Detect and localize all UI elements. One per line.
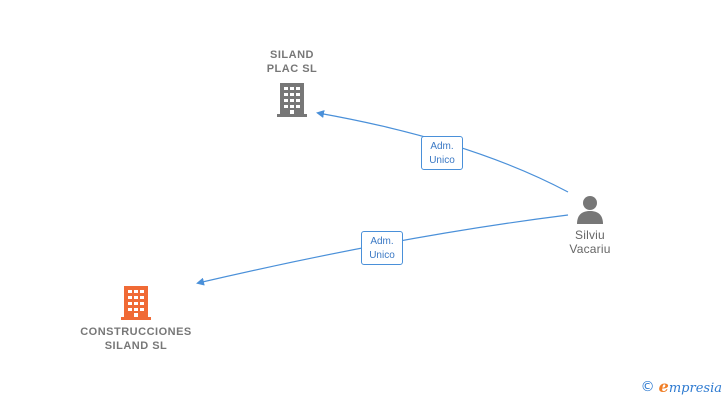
node-siland-plac[interactable]: SILAND PLAC SL: [242, 48, 342, 118]
node-label-line2: PLAC SL: [266, 63, 318, 75]
empresia-watermark: © empresia: [641, 377, 722, 396]
copyright-icon: ©: [640, 378, 655, 395]
node-label-line2: Vacariu: [569, 242, 611, 256]
node-label: Silviu Vacariu: [554, 228, 626, 256]
edge-label-line2: Unico: [369, 250, 395, 261]
node-label: SILAND PLAC SL: [242, 48, 342, 76]
person-icon: [577, 196, 603, 224]
brand-initial: e: [658, 377, 669, 396]
node-label: CONSTRUCCIONES SILAND SL: [66, 325, 206, 353]
edge-label-line2: Unico: [429, 155, 455, 166]
node-label-line1: SILAND: [270, 49, 314, 61]
node-label-line1: CONSTRUCCIONES: [80, 326, 192, 338]
building-icon: [121, 286, 151, 320]
building-icon: [277, 83, 307, 117]
node-label-line1: Silviu: [575, 228, 605, 242]
node-label-line2: SILAND SL: [104, 340, 168, 352]
brand-rest: mpresia: [668, 381, 722, 396]
edge-label-line1: Adm.: [370, 236, 394, 247]
brand-logo: empresia: [659, 377, 722, 396]
node-person[interactable]: Silviu Vacariu: [554, 194, 626, 256]
edge-label-construcciones[interactable]: Adm. Unico: [361, 231, 403, 265]
edge-label-siland-plac[interactable]: Adm. Unico: [421, 136, 463, 170]
edge-label-line1: Adm.: [430, 141, 454, 152]
node-construcciones[interactable]: CONSTRUCCIONES SILAND SL: [66, 285, 206, 353]
